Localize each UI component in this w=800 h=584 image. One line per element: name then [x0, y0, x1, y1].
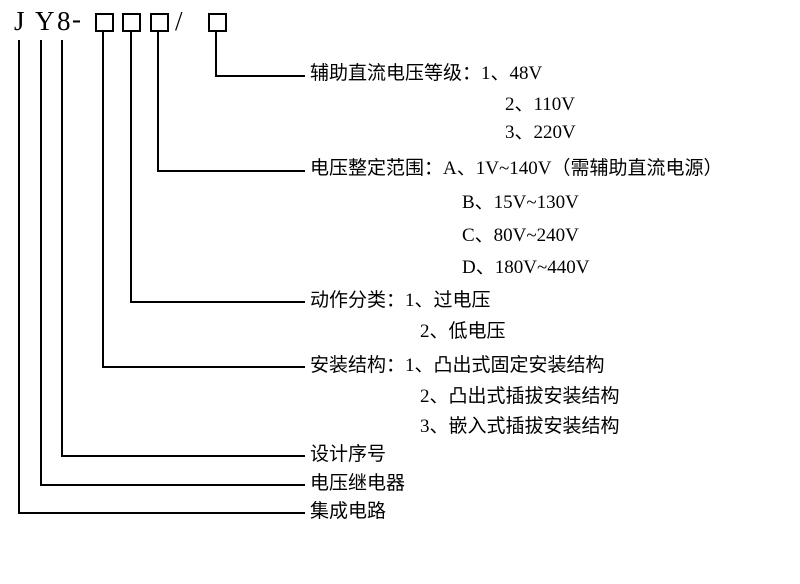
- design-serial-label: 设计序号: [310, 444, 387, 465]
- leader-vertical-mounting: [102, 32, 104, 368]
- code-box-mounting: [95, 13, 114, 32]
- aux-voltage-item-3: 3、220V: [505, 122, 576, 143]
- leader-horizontal-aux-voltage: [215, 75, 305, 77]
- action-class-item-2: 2、低电压: [420, 321, 506, 342]
- leader-horizontal-action-class: [130, 301, 305, 303]
- code-dash: -: [72, 4, 81, 34]
- code-box-voltage-range: [150, 13, 169, 32]
- voltage-range-heading: 电压整定范围：A、1V~140V（需辅助直流电源）: [310, 158, 723, 179]
- leader-vertical-voltage-relay: [40, 40, 42, 486]
- voltage-relay-label: 电压继电器: [310, 473, 406, 494]
- leader-horizontal-design-serial: [61, 455, 305, 457]
- voltage-range-item-c: C、80V~240V: [462, 225, 579, 246]
- voltage-range-item-b: B、15V~130V: [462, 192, 579, 213]
- leader-horizontal-integrated-circuit: [18, 512, 305, 514]
- leader-vertical-design-serial: [61, 40, 63, 457]
- mounting-heading: 安装结构：1、凸出式固定安装结构: [310, 355, 605, 376]
- code-digit-8: 8: [57, 6, 71, 36]
- leader-vertical-action-class: [130, 32, 132, 303]
- leader-horizontal-voltage-range: [157, 170, 305, 172]
- mounting-item-2: 2、凸出式插拔安装结构: [420, 386, 620, 407]
- leader-horizontal-mounting: [102, 366, 305, 368]
- voltage-range-item-d: D、180V~440V: [462, 257, 590, 278]
- leader-vertical-integrated-circuit: [18, 40, 20, 514]
- code-letter-j: J: [14, 6, 25, 36]
- code-box-action: [122, 13, 141, 32]
- mounting-item-3: 3、嵌入式插拔安装结构: [420, 416, 620, 437]
- integrated-circuit-label: 集成电路: [310, 501, 387, 522]
- aux-voltage-heading: 辅助直流电压等级：1、48V: [310, 63, 543, 84]
- aux-voltage-item-2: 2、110V: [505, 94, 576, 115]
- leader-horizontal-voltage-relay: [40, 484, 305, 486]
- leader-vertical-aux-voltage: [215, 32, 217, 77]
- code-slash: /: [175, 6, 183, 36]
- code-letter-y: Y: [35, 6, 55, 36]
- code-box-aux-voltage: [208, 13, 227, 32]
- action-class-heading: 动作分类：1、过电压: [310, 290, 491, 311]
- leader-vertical-voltage-range: [157, 32, 159, 172]
